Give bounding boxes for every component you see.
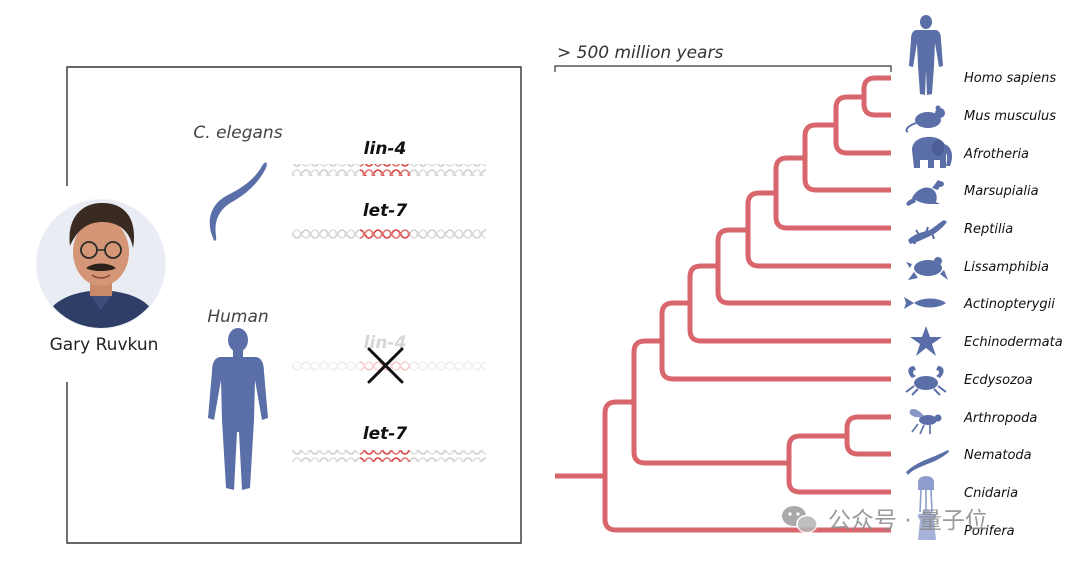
taxon-label: Echinodermata bbox=[964, 335, 1063, 350]
wechat-icon bbox=[782, 506, 818, 534]
starfish-icon bbox=[910, 326, 942, 356]
taxon-label: Actinopterygii bbox=[963, 297, 1055, 312]
taxon-label: Homo sapiens bbox=[964, 71, 1056, 86]
gene-label-worm-lin4: lin-4 bbox=[364, 139, 407, 159]
dna-human-let7 bbox=[292, 450, 486, 462]
taxon-label: Mus musculus bbox=[964, 109, 1056, 124]
timescale-label: > 500 million years bbox=[557, 43, 723, 63]
frog-icon bbox=[906, 257, 948, 280]
worm-icon bbox=[906, 450, 949, 475]
panel-frame bbox=[66, 66, 522, 544]
elephant-icon bbox=[912, 136, 952, 168]
avatar bbox=[36, 199, 166, 329]
sponge-icon bbox=[917, 509, 937, 540]
taxon-label: Cnidaria bbox=[964, 486, 1018, 501]
taxon-label: Nematoda bbox=[964, 448, 1032, 463]
phylogenetic-tree: > 500 million years bbox=[554, 15, 1063, 540]
timescale-bracket bbox=[554, 65, 892, 72]
human-silhouette-icon bbox=[909, 15, 943, 95]
kangaroo-icon bbox=[906, 180, 944, 206]
fish-icon bbox=[904, 297, 946, 309]
gene-label-human-let7: let-7 bbox=[363, 424, 408, 444]
tree-branches bbox=[555, 75, 891, 533]
mouse-icon bbox=[905, 105, 945, 133]
human-silhouette-icon bbox=[208, 328, 268, 490]
taxon-label: Afrotheria bbox=[963, 147, 1029, 162]
left-panel: Gary Ruvkun C. elegans Human lin-4 let-7 bbox=[36, 66, 522, 544]
taxon-label: Lissamphibia bbox=[964, 260, 1049, 275]
taxon-label: Marsupialia bbox=[964, 184, 1039, 199]
person-name: Gary Ruvkun bbox=[50, 335, 159, 355]
taxa-labels: Homo sapiens Mus musculus Afrotheria Mar… bbox=[963, 71, 1063, 539]
dna-worm-let7 bbox=[292, 228, 486, 240]
worm-label: C. elegans bbox=[193, 123, 282, 143]
taxon-label: Reptilia bbox=[964, 222, 1013, 237]
human-label: Human bbox=[207, 307, 268, 327]
taxon-label: Porifera bbox=[964, 524, 1015, 539]
gene-label-human-lin4: lin-4 bbox=[364, 333, 407, 353]
lizard-icon bbox=[908, 220, 947, 245]
taxon-label: Ecdysozoa bbox=[964, 373, 1033, 388]
gene-label-worm-let7: let-7 bbox=[363, 201, 408, 221]
watermark: 公众号 · 量子位 bbox=[782, 506, 988, 534]
taxa-icons bbox=[904, 15, 952, 540]
fly-icon bbox=[909, 409, 942, 435]
crab-icon bbox=[905, 366, 947, 396]
taxon-label: Arthropoda bbox=[963, 411, 1037, 426]
watermark-text: 公众号 · 量子位 bbox=[828, 508, 988, 534]
absent-cross-icon bbox=[367, 347, 404, 384]
jellyfish-icon bbox=[918, 476, 934, 514]
dna-worm-lin4 bbox=[292, 164, 486, 176]
worm-icon bbox=[209, 162, 267, 241]
